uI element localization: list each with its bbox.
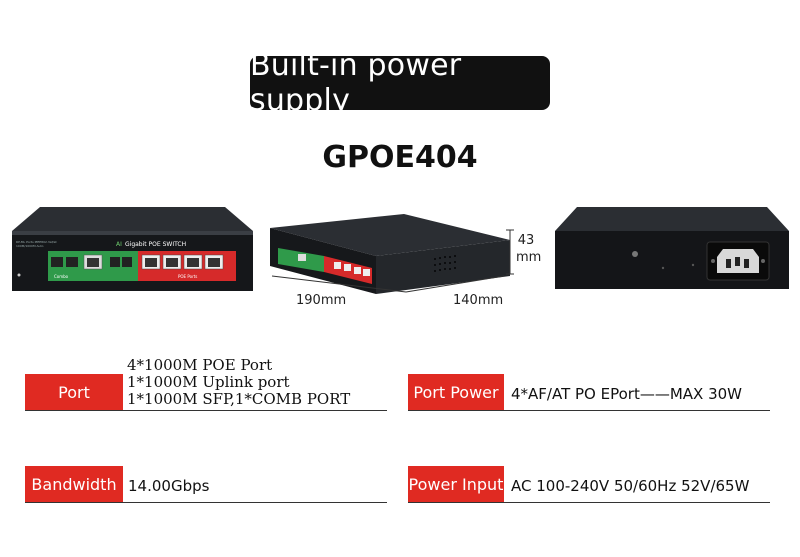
width-dimension: 140mm <box>453 293 504 308</box>
length-dimension: 190mm <box>296 293 347 308</box>
base-dimension-lines <box>271 275 505 293</box>
spec-row-power-input: Power Input AC 100-240V 50/60Hz 52V/65W <box>408 466 770 503</box>
headline-banner: Built-in power supply <box>250 48 550 118</box>
height-value: 43 <box>517 233 535 248</box>
spec-label-port-power: Port Power <box>408 374 504 410</box>
headline-text: Built-in power supply <box>250 48 462 118</box>
rear-view-image <box>553 205 791 296</box>
model-title: GPOE404 <box>322 140 478 175</box>
spec-row-port: Port 4*1000M POE Port 1*1000M Uplink por… <box>25 357 387 411</box>
spec-row-port-power: Port Power 4*AF/AT PO EPort——MAX 30W <box>408 374 770 411</box>
front-poe-text: POE Ports <box>178 274 197 279</box>
spec-value-bandwidth: 14.00Gbps <box>128 477 210 495</box>
perspective-view-image <box>264 212 514 307</box>
svg-text:AI: AI <box>116 241 122 248</box>
spec-label-port: Port <box>25 374 123 410</box>
spec-value-port: 4*1000M POE Port 1*1000M Uplink port 1*1… <box>127 357 350 408</box>
spec-value-power-input: AC 100-240V 50/60Hz 52V/65W <box>511 477 750 495</box>
spec-row-bandwidth: Bandwidth 14.00Gbps <box>25 466 387 503</box>
front-brand-text: Gigabit POE SWITCH <box>125 241 186 248</box>
spec-port-line: 1*1000M Uplink port <box>127 373 290 391</box>
height-unit: mm <box>516 250 542 265</box>
spec-label-power-input: Power Input <box>408 466 504 502</box>
front-view-image: RP-ML Ports IEEE802.3af/at 100M/1000M Au… <box>10 205 255 298</box>
svg-text:100M/1000M Auto: 100M/1000M Auto <box>16 244 44 248</box>
height-dimension-line <box>506 229 514 275</box>
spec-port-line: 4*1000M POE Port <box>127 356 273 374</box>
spec-value-port-power: 4*AF/AT PO EPort——MAX 30W <box>511 385 743 403</box>
spec-label-bandwidth: Bandwidth <box>25 466 123 502</box>
svg-text:RP-ML Ports IEEE802.3af/at: RP-ML Ports IEEE802.3af/at <box>16 240 57 244</box>
front-combo-text: Combo <box>54 274 69 279</box>
height-dimension: 43 mm <box>516 232 542 266</box>
spec-port-line: 1*1000M SFP,1*COMB PORT <box>127 390 351 408</box>
